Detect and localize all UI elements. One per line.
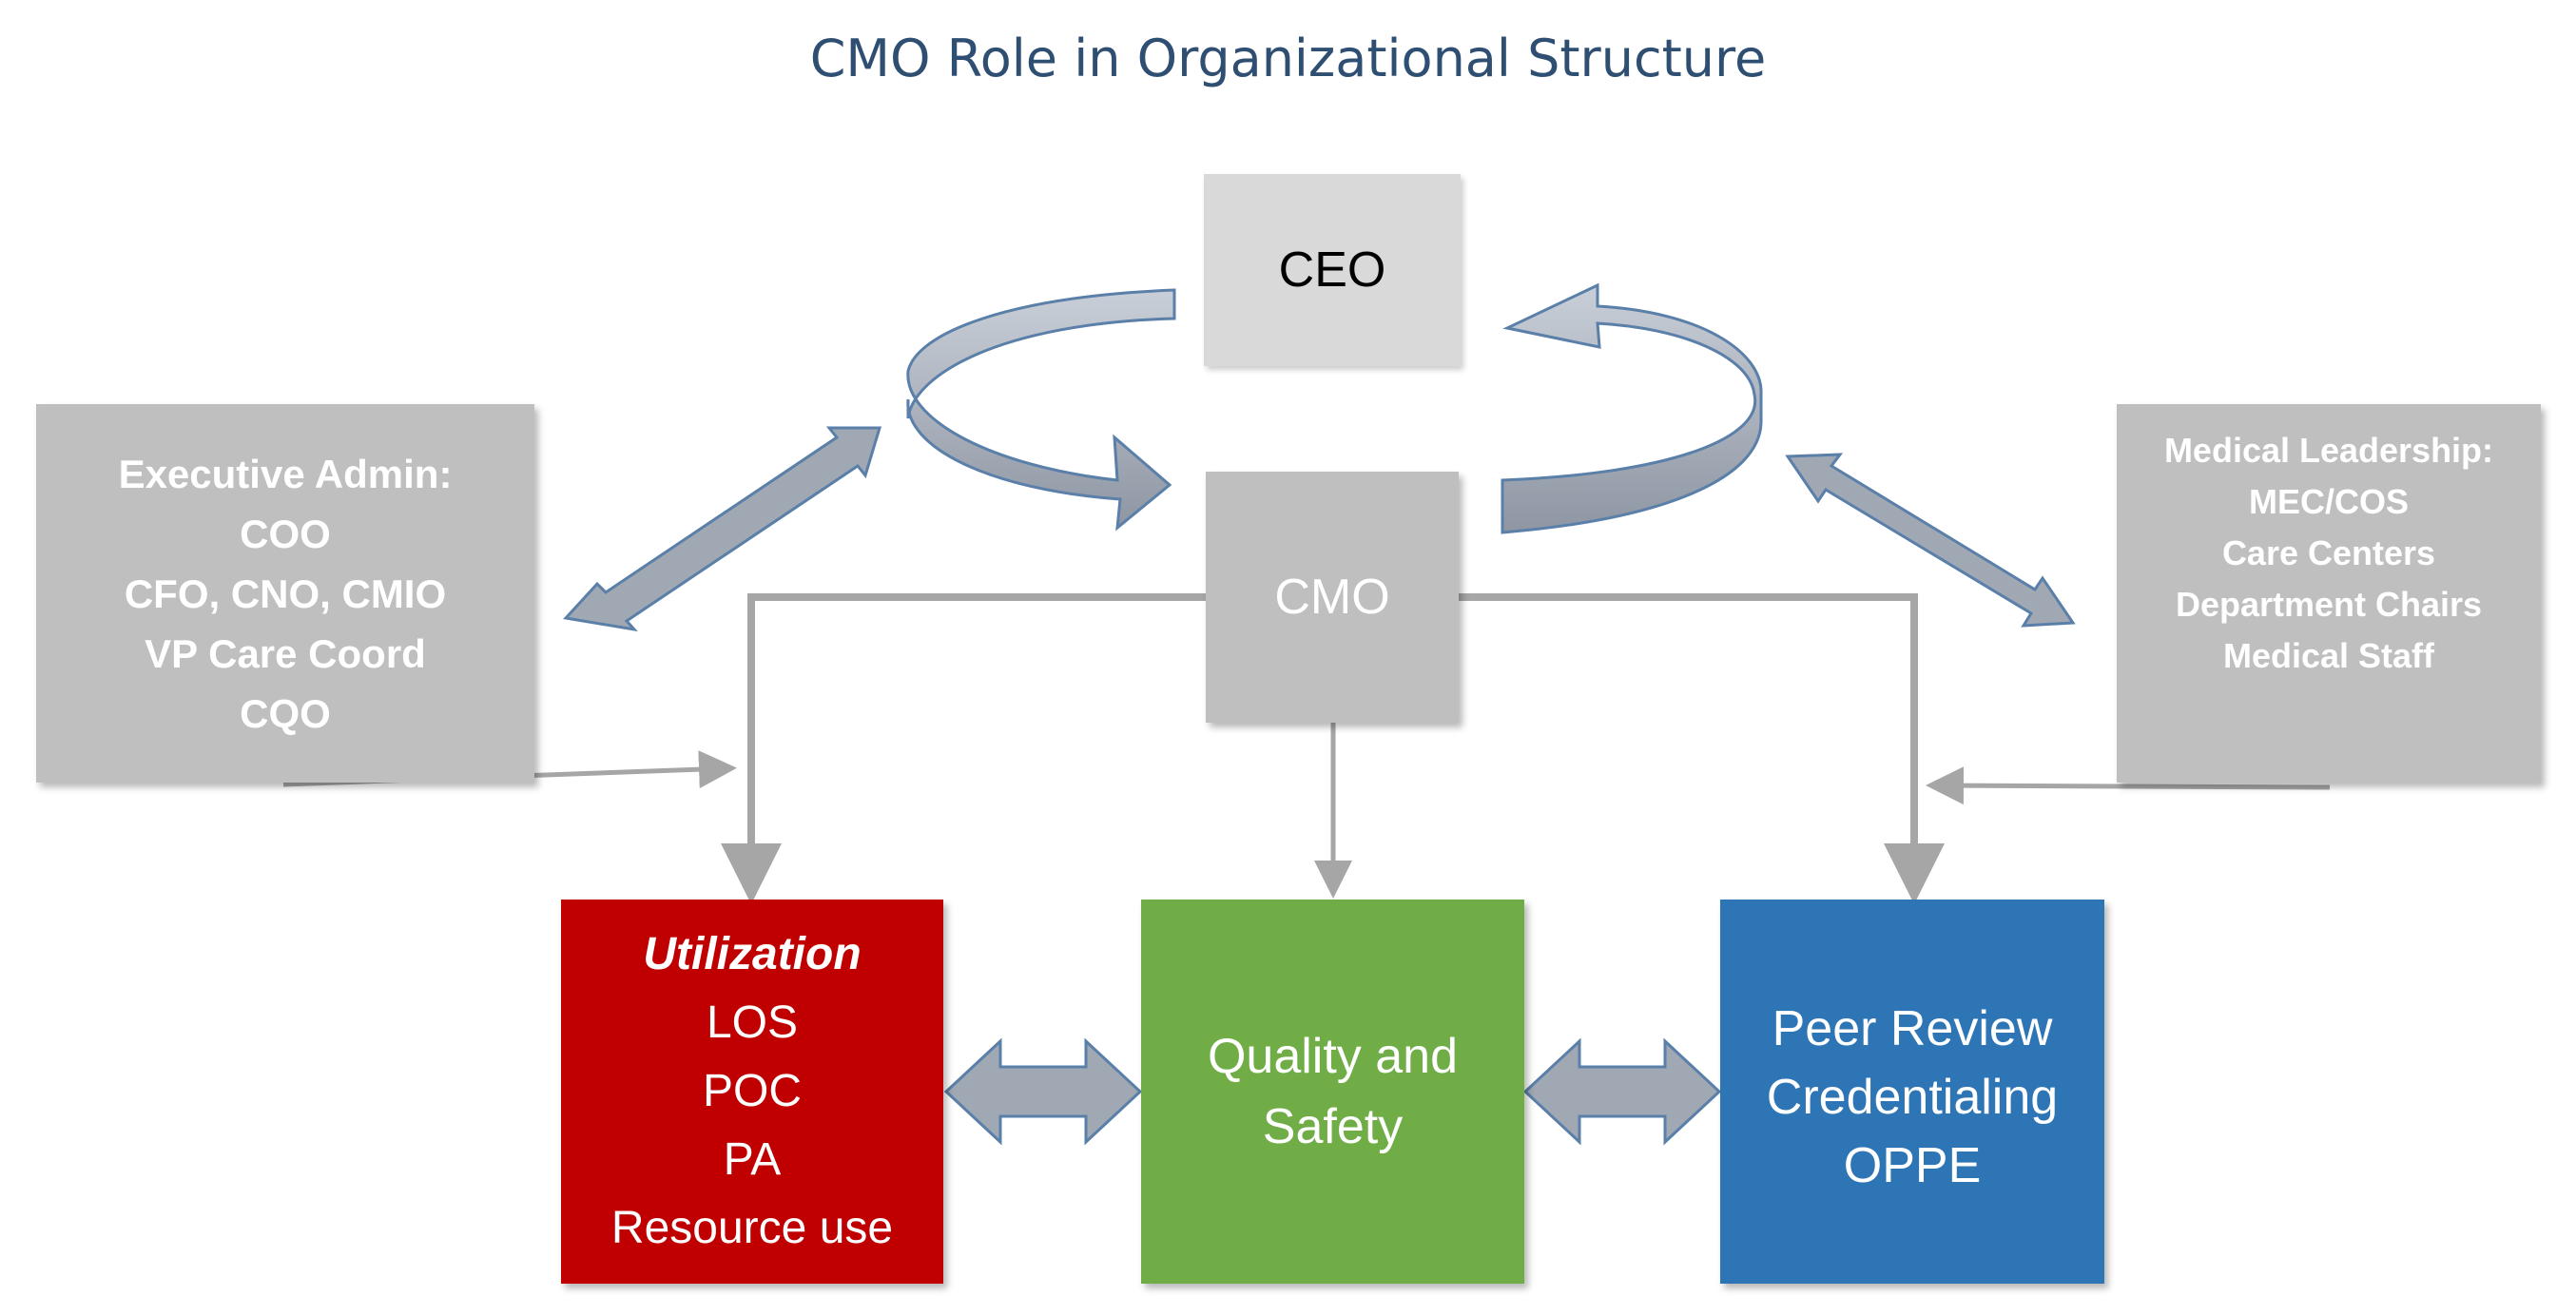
- medical-leadership-heading: Medical Leadership:: [2163, 431, 2494, 470]
- loop-arrow-right: [1501, 282, 1763, 534]
- medical-leadership-item: Medical Staff: [2222, 636, 2435, 675]
- medical-leadership-feed-arrow: [1926, 766, 2331, 805]
- cmo-box: CMO: [1206, 472, 1459, 723]
- medical-leadership-box: Medical Leadership: MEC/COS Care Centers…: [2117, 404, 2541, 783]
- utilization-quality-double-arrow: [943, 1037, 1143, 1146]
- cmo-label: CMO: [1274, 570, 1390, 625]
- quality-safety-line: Quality and: [1207, 1029, 1459, 1084]
- quality-peer-review-double-arrow: [1522, 1037, 1722, 1146]
- peer-review-line: Credentialing: [1766, 1070, 2059, 1125]
- peer-review-line: Peer Review: [1772, 1001, 2053, 1056]
- ceo-label: CEO: [1278, 242, 1386, 298]
- utilization-item: POC: [702, 1066, 802, 1116]
- medical-leadership-item: MEC/COS: [2248, 482, 2409, 521]
- executive-admin-item: VP Care Coord: [145, 630, 426, 676]
- utilization-box: Utilization LOS POC PA Resource use: [561, 900, 943, 1284]
- diagram-title: CMO Role in Organizational Structure: [809, 29, 1767, 88]
- peer-review-box: Peer Review Credentialing OPPE: [1720, 900, 2104, 1284]
- utilization-item: PA: [723, 1134, 782, 1185]
- utilization-item: LOS: [706, 997, 799, 1048]
- executive-admin-item: COO: [240, 511, 331, 556]
- executive-admin-item: CQO: [240, 690, 331, 736]
- utilization-heading: Utilization: [643, 929, 862, 979]
- medical-leadership-item: Care Centers: [2221, 533, 2436, 572]
- medical-leadership-double-arrow: [1785, 453, 2076, 628]
- executive-admin-box: Executive Admin: COO CFO, CNO, CMIO VP C…: [36, 404, 534, 783]
- quality-safety-box: Quality and Safety: [1141, 900, 1524, 1284]
- quality-safety-line: Safety: [1262, 1099, 1404, 1154]
- cmo-to-peer-review-connector: [1457, 593, 1945, 904]
- medical-leadership-item: Department Chairs: [2175, 585, 2483, 624]
- utilization-item: Resource use: [610, 1203, 894, 1253]
- executive-admin-heading: Executive Admin:: [118, 451, 453, 496]
- ceo-box: CEO: [1204, 174, 1461, 366]
- exec-admin-double-arrow: [563, 426, 882, 632]
- peer-review-line: OPPE: [1843, 1138, 1982, 1193]
- executive-admin-item: CFO, CNO, CMIO: [124, 571, 447, 616]
- loop-arrow-left: [906, 288, 1176, 532]
- cmo-to-utilization-connector: [721, 593, 1210, 904]
